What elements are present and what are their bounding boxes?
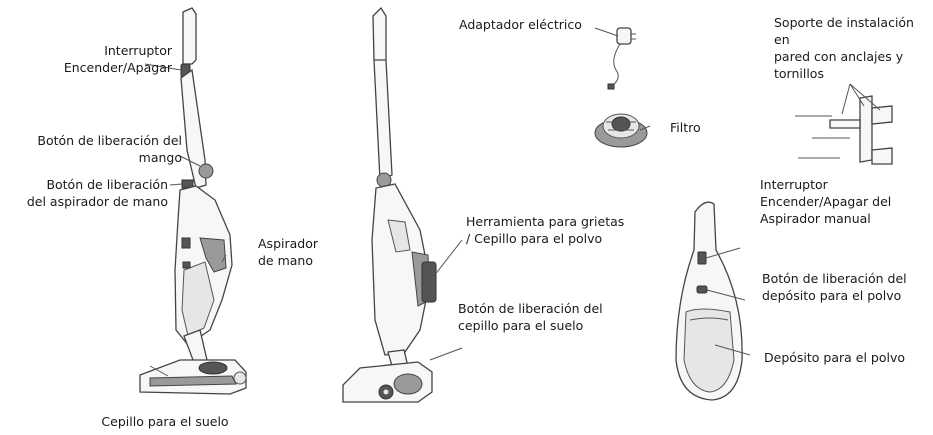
label-wall-mount: Soporte de instalación en pared con ancl… bbox=[774, 15, 914, 81]
handheld-vacuum bbox=[675, 201, 743, 401]
filter-icon bbox=[594, 113, 648, 148]
label-handheld-power-switch: Interruptor Encender/Apagar del Aspirado… bbox=[760, 177, 892, 226]
label-dust-container-release: Botón de liberación del depósito para el… bbox=[762, 271, 907, 303]
handheld-power-switch-icon bbox=[697, 251, 707, 265]
label-power-switch: Interruptor Encender/Apagar bbox=[63, 43, 172, 75]
label-floor-brush: Cepillo para el suelo bbox=[101, 414, 229, 429]
label-dust-container: Depósito para el polvo bbox=[764, 350, 906, 365]
stick-vacuum-front bbox=[139, 7, 247, 395]
wall-mount-icon bbox=[795, 95, 893, 165]
label-handheld-vacuum: Aspirador de mano bbox=[258, 236, 318, 268]
crevice-tool-icon bbox=[421, 261, 437, 303]
label-adapter: Adaptador eléctrico bbox=[459, 17, 582, 32]
label-handheld-release: Botón de liberación del aspirador de man… bbox=[26, 177, 168, 209]
dust-container-icon bbox=[683, 308, 735, 393]
dust-container-release-icon bbox=[696, 285, 708, 294]
stick-vacuum-side bbox=[342, 6, 437, 403]
label-handle-release: Botón de liberación del mango bbox=[37, 133, 182, 165]
label-crevice-tool: Herramienta para grietas / Cepillo para … bbox=[466, 214, 625, 246]
power-adapter-icon bbox=[607, 27, 636, 90]
leader-lines bbox=[144, 27, 881, 377]
label-filter: Filtro bbox=[670, 120, 701, 135]
handle-release-knob-icon bbox=[198, 163, 214, 179]
label-floor-brush-release: Botón de liberación del cepillo para el … bbox=[458, 301, 603, 333]
